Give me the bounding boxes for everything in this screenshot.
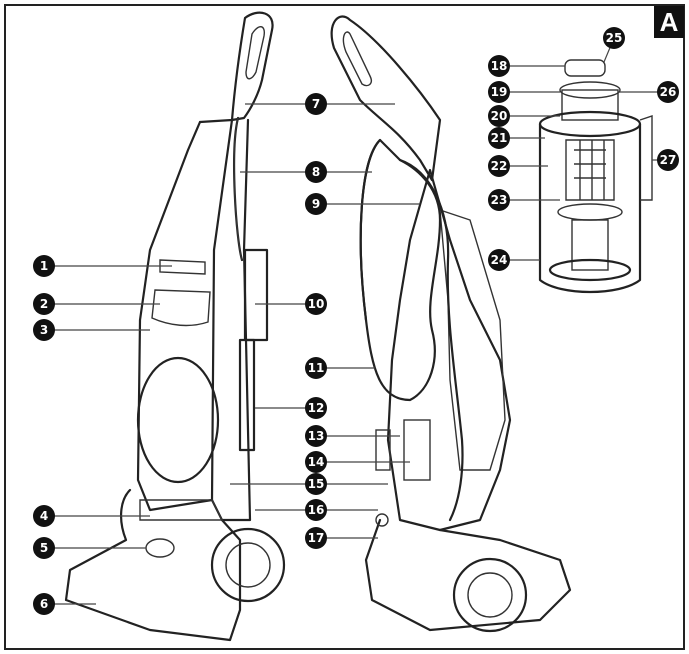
svg-text:4: 4 xyxy=(40,509,48,523)
callout-1: 1 xyxy=(33,255,55,277)
callout-18: 18 xyxy=(488,55,510,77)
callout-23: 23 xyxy=(488,189,510,211)
callout-11: 11 xyxy=(305,357,327,379)
callout-24: 24 xyxy=(488,249,510,271)
vacuum-rear-view xyxy=(330,15,572,633)
callout-17: 17 xyxy=(305,527,327,549)
svg-text:6: 6 xyxy=(40,597,48,611)
svg-text:3: 3 xyxy=(40,323,48,337)
callout-6: 6 xyxy=(33,593,55,615)
callout-12: 12 xyxy=(305,397,327,419)
callout-10: 10 xyxy=(305,293,327,315)
callout-5: 5 xyxy=(33,537,55,559)
svg-text:9: 9 xyxy=(312,197,320,211)
svg-text:15: 15 xyxy=(308,477,325,491)
svg-text:1: 1 xyxy=(40,259,48,273)
callout-16: 16 xyxy=(305,499,327,521)
svg-text:20: 20 xyxy=(491,109,508,123)
callout-26: 26 xyxy=(657,81,679,103)
svg-text:25: 25 xyxy=(606,31,623,45)
panel-label: A xyxy=(654,6,684,38)
callout-13: 13 xyxy=(305,425,327,447)
svg-text:27: 27 xyxy=(660,153,677,167)
callout-15: 15 xyxy=(305,473,327,495)
callout-9: 9 xyxy=(305,193,327,215)
svg-text:16: 16 xyxy=(308,503,325,517)
svg-text:17: 17 xyxy=(308,531,325,545)
svg-text:13: 13 xyxy=(308,429,325,443)
svg-text:21: 21 xyxy=(491,131,508,145)
callout-7: 7 xyxy=(305,93,327,115)
svg-text:18: 18 xyxy=(491,59,508,73)
svg-text:19: 19 xyxy=(491,85,508,99)
svg-text:8: 8 xyxy=(312,165,320,179)
callout-20: 20 xyxy=(488,105,510,127)
svg-text:5: 5 xyxy=(40,541,48,555)
svg-text:11: 11 xyxy=(308,361,325,375)
callout-27: 27 xyxy=(657,149,679,171)
svg-text:24: 24 xyxy=(491,253,508,267)
callout-3: 3 xyxy=(33,319,55,341)
svg-text:7: 7 xyxy=(312,97,320,111)
svg-text:2: 2 xyxy=(40,297,48,311)
callout-8: 8 xyxy=(305,161,327,183)
callout-21: 21 xyxy=(488,127,510,149)
figure-frame xyxy=(4,4,685,650)
callout-14: 14 xyxy=(305,451,327,473)
svg-text:22: 22 xyxy=(491,159,508,173)
panel-label-text: A xyxy=(660,7,679,37)
svg-text:26: 26 xyxy=(660,85,677,99)
callout-2: 2 xyxy=(33,293,55,315)
callout-19: 19 xyxy=(488,81,510,103)
svg-text:12: 12 xyxy=(308,401,325,415)
vacuum-front-view xyxy=(64,11,286,642)
svg-text:14: 14 xyxy=(308,455,325,469)
callout-25: 25 xyxy=(603,27,625,49)
svg-text:23: 23 xyxy=(491,193,508,207)
svg-text:10: 10 xyxy=(308,297,325,311)
dust-container-view xyxy=(538,59,653,294)
callout-4: 4 xyxy=(33,505,55,527)
callout-22: 22 xyxy=(488,155,510,177)
